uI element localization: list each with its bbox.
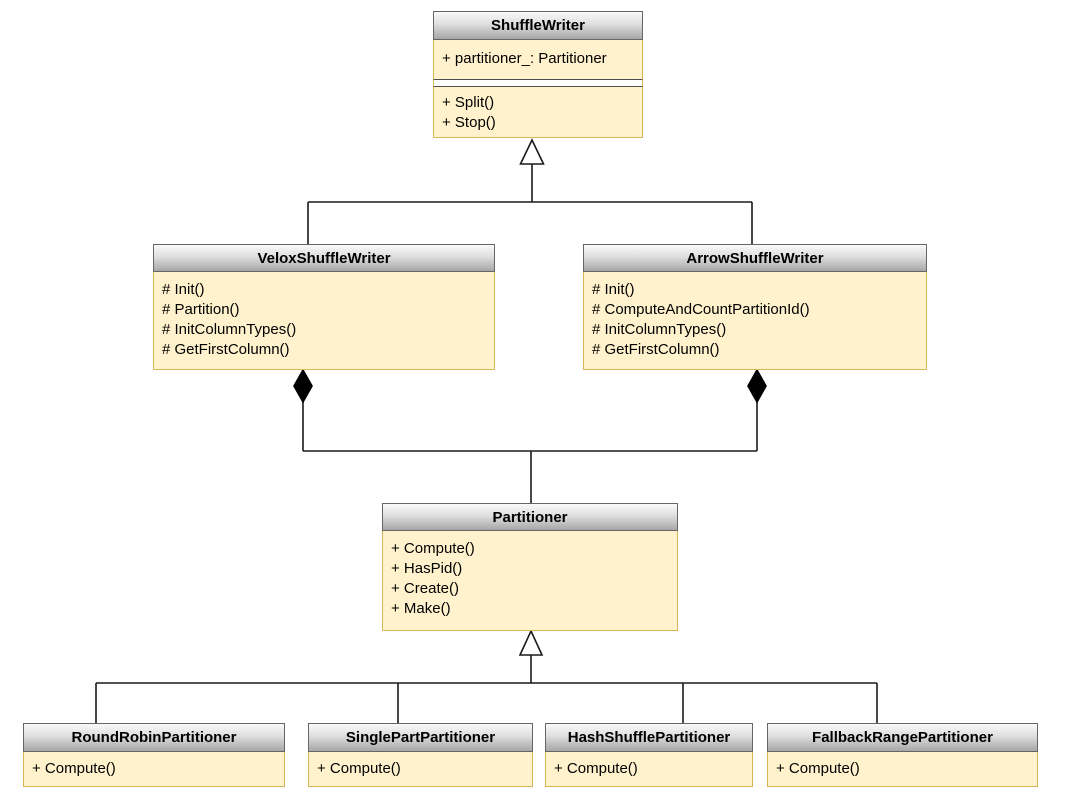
method-item: + Stop()	[442, 114, 496, 131]
method-item: # GetFirstColumn()	[162, 341, 290, 358]
methods-section: # Init() # ComputeAndCountPartitionId() …	[583, 272, 927, 370]
generalization-edges-shufflewriter	[307, 138, 753, 244]
generalization-edges-partitioner	[95, 629, 878, 723]
generalization-arrow-icon	[518, 629, 544, 656]
method-item: + Compute()	[776, 760, 860, 777]
class-title: ArrowShuffleWriter	[583, 244, 927, 272]
generalization-arrow-icon	[519, 138, 545, 165]
class-title: SinglePartPartitioner	[308, 723, 533, 752]
method-item: + Compute()	[554, 760, 638, 777]
method-item: # Init()	[592, 281, 635, 298]
class-veloxshufflewriter: VeloxShuffleWriter # Init() # Partition(…	[153, 244, 495, 370]
method-item: # Partition()	[162, 301, 240, 318]
class-singlepartpartitioner: SinglePartPartitioner + Compute()	[308, 723, 533, 787]
method-item: + Compute()	[32, 760, 116, 777]
composition-edges-partitioner	[293, 368, 767, 503]
class-title: VeloxShuffleWriter	[153, 244, 495, 272]
attributes-section: + partitioner_: Partitioner	[433, 40, 643, 79]
method-item: + Split()	[442, 94, 495, 111]
methods-section: # Init() # Partition() # InitColumnTypes…	[153, 272, 495, 370]
methods-section: + Compute()	[767, 752, 1038, 787]
method-item: # InitColumnTypes()	[592, 321, 727, 338]
class-hashshufflepartitioner: HashShufflePartitioner + Compute()	[545, 723, 753, 787]
class-roundrobinpartitioner: RoundRobinPartitioner + Compute()	[23, 723, 285, 787]
method-item: + Compute()	[317, 760, 401, 777]
class-title: HashShufflePartitioner	[545, 723, 753, 752]
class-title: RoundRobinPartitioner	[23, 723, 285, 752]
method-item: + Compute()	[391, 540, 475, 557]
attribute-item: + partitioner_: Partitioner	[442, 50, 607, 67]
class-arrowshufflewriter: ArrowShuffleWriter # Init() # ComputeAnd…	[583, 244, 927, 370]
methods-section: + Compute()	[308, 752, 533, 787]
method-item: # GetFirstColumn()	[592, 341, 720, 358]
methods-section: + Compute()	[545, 752, 753, 787]
method-item: # InitColumnTypes()	[162, 321, 297, 338]
method-item: + Create()	[391, 580, 459, 597]
composition-diamond-icon	[293, 368, 313, 404]
composition-diamond-icon	[747, 368, 767, 404]
class-fallbackrangepartitioner: FallbackRangePartitioner + Compute()	[767, 723, 1038, 787]
methods-section: + Compute() + HasPid() + Create() + Make…	[382, 531, 678, 631]
method-item: + Make()	[391, 600, 451, 617]
class-title: FallbackRangePartitioner	[767, 723, 1038, 752]
methods-section: + Compute()	[23, 752, 285, 787]
methods-section: + Split() + Stop()	[433, 87, 643, 138]
class-title: Partitioner	[382, 503, 678, 531]
method-item: # Init()	[162, 281, 205, 298]
method-item: + HasPid()	[391, 560, 463, 577]
class-shufflewriter: ShuffleWriter + partitioner_: Partitione…	[433, 11, 643, 138]
method-item: # ComputeAndCountPartitionId()	[592, 301, 810, 318]
section-divider	[433, 79, 643, 87]
class-partitioner: Partitioner + Compute() + HasPid() + Cre…	[382, 503, 678, 631]
class-title: ShuffleWriter	[433, 11, 643, 40]
